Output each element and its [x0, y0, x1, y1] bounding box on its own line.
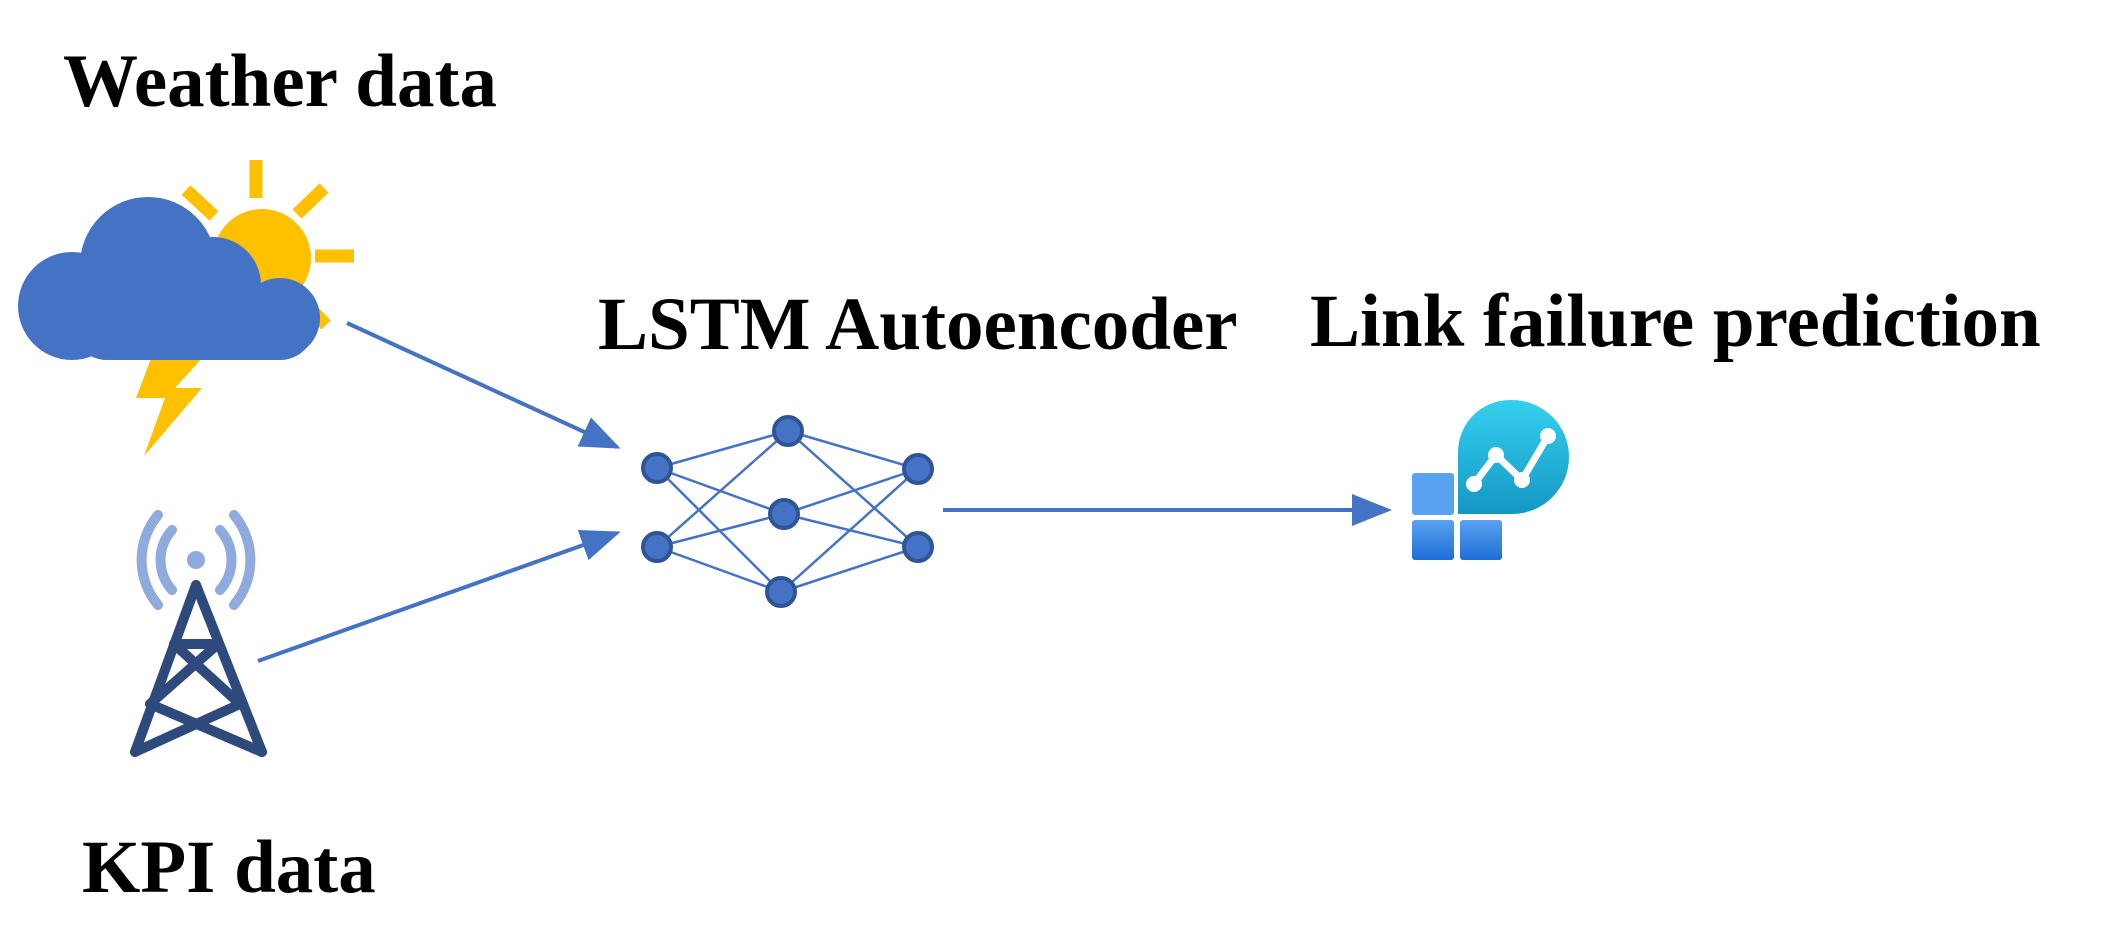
- analytics-prediction-icon: [1412, 400, 1569, 560]
- hidden-node: [765, 576, 797, 608]
- neural-network-icon: [641, 415, 934, 608]
- cell-tower-icon: [130, 510, 267, 757]
- input-node: [641, 452, 673, 484]
- input-node: [641, 531, 673, 563]
- weather-data-label: Weather data: [63, 40, 497, 123]
- output-node: [902, 453, 934, 485]
- weather-icon: [18, 160, 354, 456]
- hidden-node: [768, 498, 800, 530]
- weather-to-model-arrow: [346, 321, 621, 449]
- lightning-icon: [136, 356, 204, 456]
- hidden-node: [772, 415, 804, 447]
- kpi-data-label: KPI data: [82, 826, 376, 909]
- link-failure-prediction-label: Link failure prediction: [1310, 280, 2041, 363]
- output-node: [902, 531, 934, 563]
- cloud-icon: [18, 197, 320, 360]
- kpi-to-model-arrow: [257, 530, 621, 663]
- lstm-autoencoder-label: LSTM Autoencoder: [598, 283, 1238, 366]
